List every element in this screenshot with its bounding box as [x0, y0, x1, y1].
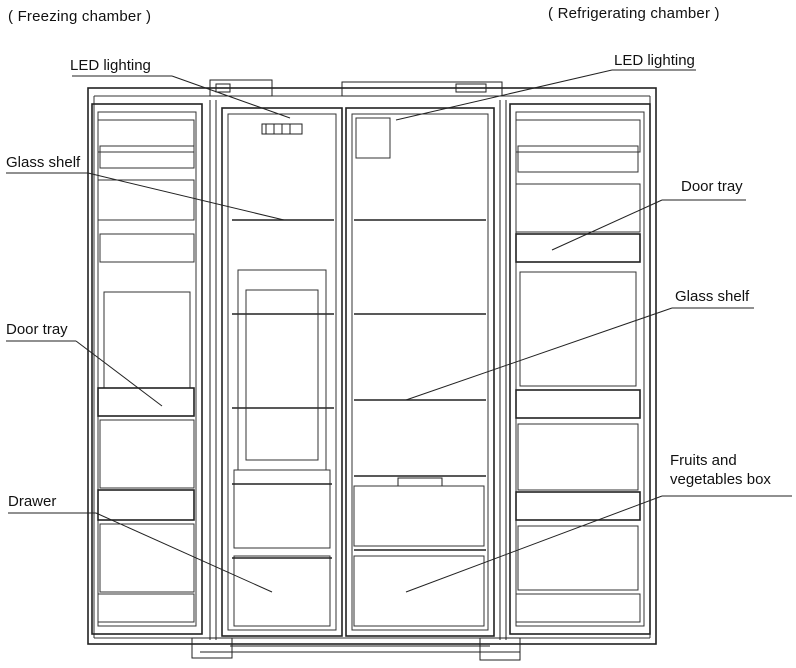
leader-lines	[6, 69, 792, 593]
led-lighting-label-left: LED lighting	[70, 57, 151, 74]
freezer-compartment	[221, 107, 343, 637]
led-lighting-label-right: LED lighting	[614, 52, 695, 69]
cabinet-outline	[87, 79, 657, 661]
glass-shelf-label-right: Glass shelf	[675, 288, 750, 305]
refrigerating-chamber-title: ( Refrigerating chamber )	[548, 5, 720, 22]
fridge-door	[499, 100, 651, 640]
freezer-door	[91, 100, 217, 640]
fridge-compartment	[345, 107, 495, 637]
fruits-vegetables-label-line2: vegetables box	[670, 471, 771, 488]
freezing-chamber-title: ( Freezing chamber )	[8, 8, 152, 25]
drawer-label: Drawer	[8, 493, 57, 510]
door-tray-label-left: Door tray	[6, 321, 68, 338]
glass-shelf-label-left: Glass shelf	[6, 154, 81, 171]
fruits-vegetables-label-line1: Fruits and	[670, 452, 737, 469]
door-tray-label-right: Door tray	[681, 178, 743, 195]
